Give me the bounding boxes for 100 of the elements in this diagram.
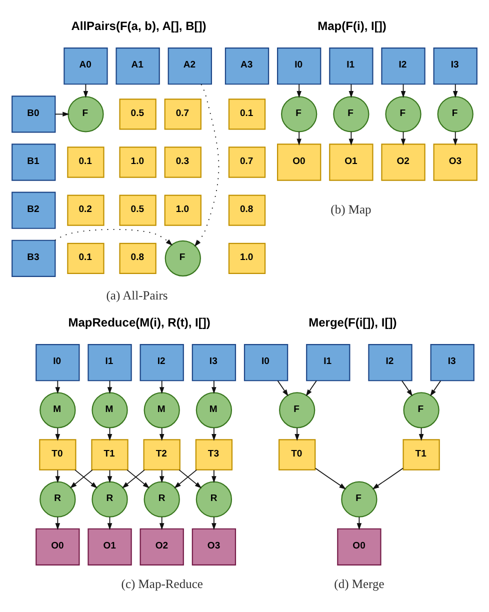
- arrow: [348, 130, 354, 146]
- label: (d) Merge: [334, 576, 384, 590]
- node-box: A2: [168, 47, 212, 84]
- arrow: [212, 469, 216, 482]
- node-box: I1: [88, 344, 132, 381]
- arrow: [159, 516, 164, 530]
- node-circle: F: [437, 96, 474, 132]
- arrow: [54, 111, 70, 116]
- node-box: I2: [140, 344, 184, 381]
- node-circle: F: [279, 392, 316, 428]
- node-box: I1: [306, 344, 350, 381]
- label: (a) All-Pairs: [106, 288, 168, 302]
- node-circle: F: [68, 96, 104, 132]
- node-box: T2: [143, 438, 180, 470]
- node-box: O3: [192, 528, 236, 565]
- arrow: [372, 467, 404, 489]
- node-box: T1: [91, 438, 128, 470]
- node-box: O2: [381, 143, 426, 180]
- arrow: [54, 228, 173, 246]
- node-box: I3: [430, 344, 474, 381]
- arrow: [296, 130, 302, 146]
- arrow: [452, 130, 458, 146]
- arrow: [296, 83, 302, 98]
- label: Merge(F(i[]), I[]): [308, 315, 397, 330]
- node-box: T3: [195, 438, 233, 470]
- node-circle: F: [281, 96, 318, 132]
- arrow: [277, 380, 288, 396]
- node-box: 0.7: [164, 98, 202, 130]
- node-box: I0: [277, 47, 322, 84]
- node-box: 1.0: [119, 146, 156, 178]
- arrow: [306, 380, 317, 396]
- arrow: [212, 427, 216, 440]
- arrow: [418, 427, 424, 440]
- arrow: [212, 380, 216, 394]
- node-box: T0: [39, 438, 76, 470]
- node-box: I2: [368, 344, 412, 381]
- node-box: O1: [88, 528, 132, 565]
- node-box: 1.0: [164, 194, 202, 226]
- arrow: [70, 468, 93, 488]
- node-box: 0.2: [67, 194, 104, 226]
- node-box: B0: [12, 95, 56, 132]
- arrow: [55, 516, 60, 530]
- arrow: [402, 380, 413, 396]
- node-box: 0.1: [228, 98, 266, 130]
- label: (c) Map-Reduce: [121, 576, 203, 590]
- arrow: [74, 468, 98, 488]
- arrow: [294, 427, 300, 440]
- node-box: B2: [12, 191, 56, 228]
- node-box: I3: [192, 344, 236, 381]
- node-box: T1: [402, 438, 440, 470]
- arrow: [126, 468, 150, 488]
- node-box: 0.8: [228, 194, 266, 226]
- arrow: [55, 427, 60, 440]
- node-circle: M: [40, 392, 76, 428]
- node-box: A3: [224, 47, 270, 84]
- arrow: [159, 380, 164, 394]
- arrow: [55, 469, 60, 482]
- node-circle: M: [196, 392, 232, 428]
- node-box: I1: [329, 47, 374, 84]
- node-box: 0.3: [164, 146, 202, 178]
- arrow: [356, 516, 362, 530]
- node-circle: M: [144, 392, 180, 428]
- arrow: [212, 516, 216, 530]
- label: (b) Map: [330, 202, 372, 216]
- node-box: I3: [433, 47, 478, 84]
- node-circle: F: [333, 96, 370, 132]
- node-box: I0: [244, 344, 288, 381]
- node-box: T0: [278, 438, 316, 470]
- label: Map(F(i), I[]): [318, 18, 386, 33]
- node-box: O3: [433, 143, 478, 180]
- node-box: 0.5: [119, 98, 156, 130]
- node-box: 1.0: [228, 242, 266, 274]
- node-box: O2: [140, 528, 184, 565]
- arrow: [194, 83, 220, 246]
- arrow: [314, 467, 346, 489]
- node-box: I0: [36, 344, 80, 381]
- arrow: [348, 83, 354, 98]
- node-box: I2: [381, 47, 426, 84]
- node-box: O0: [337, 528, 382, 565]
- node-box: 0.5: [119, 194, 156, 226]
- node-box: B3: [12, 239, 56, 276]
- node-box: O0: [36, 528, 80, 565]
- node-box: 0.1: [67, 146, 104, 178]
- arrow: [178, 468, 202, 488]
- node-circle: M: [92, 392, 128, 428]
- node-box: 0.7: [228, 146, 266, 178]
- arrow: [159, 469, 164, 482]
- arrow: [430, 380, 442, 396]
- arrow: [55, 380, 60, 394]
- node-box: 0.8: [119, 242, 156, 274]
- label: MapReduce(M(i), R(t), I[]): [68, 315, 210, 330]
- node-box: B1: [12, 143, 56, 180]
- node-circle: F: [341, 480, 378, 517]
- node-box: A1: [116, 47, 160, 84]
- node-box: O1: [329, 143, 374, 180]
- arrow: [452, 83, 458, 98]
- node-box: A0: [64, 47, 108, 84]
- node-circle: F: [385, 96, 422, 132]
- node-box: O0: [277, 143, 322, 180]
- node-circle: F: [403, 392, 440, 428]
